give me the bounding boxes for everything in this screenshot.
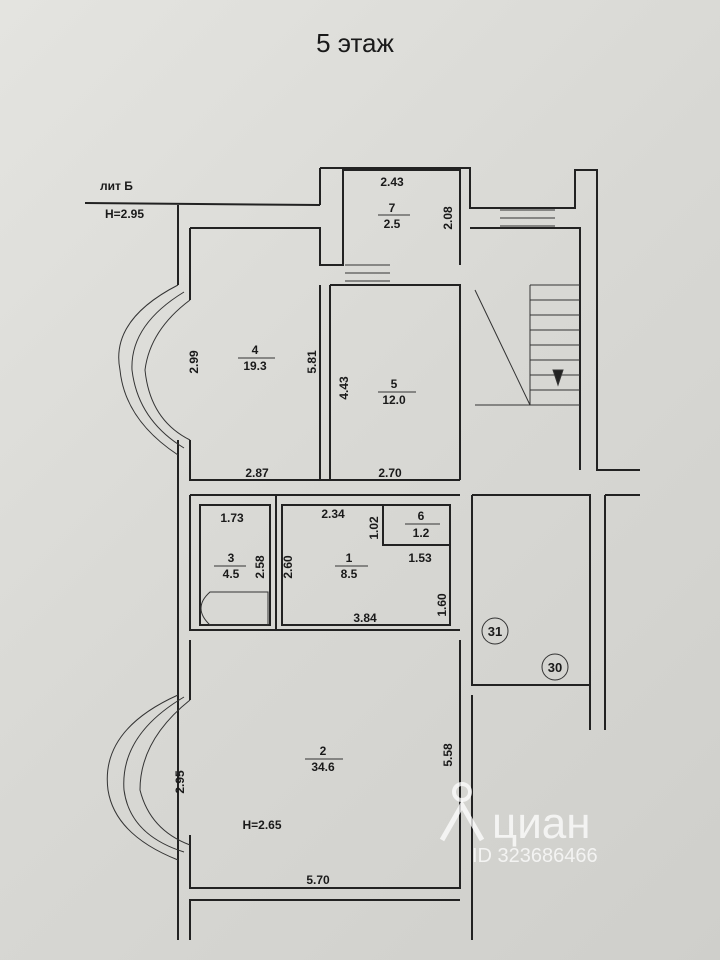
svg-text:1.73: 1.73 [220, 511, 244, 525]
svg-text:4: 4 [252, 343, 259, 357]
svg-text:31: 31 [488, 624, 502, 639]
svg-text:циан: циан [492, 799, 591, 848]
room-4: 4 19.3 2.99 5.81 2.87 [187, 343, 319, 480]
svg-text:2.43: 2.43 [380, 175, 404, 189]
room-7: 2.43 7 2.5 2.08 [378, 175, 455, 231]
bay-window-top [118, 284, 191, 456]
svg-text:2.58: 2.58 [253, 555, 267, 579]
room-1: 2.34 1 8.5 2.60 3.84 [281, 507, 377, 625]
svg-text:2.60: 2.60 [281, 555, 295, 579]
marker-31: 31 [481, 617, 509, 645]
svg-text:4.5: 4.5 [223, 567, 240, 581]
lit-label: лит Б [100, 179, 133, 193]
svg-text:Н=2.65: Н=2.65 [242, 818, 281, 832]
svg-text:2.99: 2.99 [187, 350, 201, 374]
room-6: 6 1.2 1.02 1.53 1.60 [367, 509, 449, 617]
svg-text:4.43: 4.43 [337, 376, 351, 400]
marker-30: 30 [541, 653, 569, 681]
svg-text:1.60: 1.60 [435, 593, 449, 617]
svg-text:3: 3 [228, 551, 235, 565]
svg-text:2.5: 2.5 [384, 217, 401, 231]
room-2: 2 34.6 2.95 5.58 Н=2.65 5.70 [173, 743, 455, 887]
svg-text:ID 323686466: ID 323686466 [472, 845, 598, 867]
svg-text:30: 30 [548, 660, 562, 675]
svg-text:19.3: 19.3 [243, 359, 267, 373]
floor-title: 5 этаж [316, 28, 394, 58]
height-label: Н=2.95 [105, 207, 144, 221]
svg-text:7: 7 [389, 201, 396, 215]
svg-text:34.6: 34.6 [311, 760, 335, 774]
svg-text:6: 6 [418, 509, 425, 523]
svg-text:2.34: 2.34 [321, 507, 345, 521]
svg-text:5.81: 5.81 [305, 350, 319, 374]
room-5: 5 12.0 4.43 2.70 [337, 376, 416, 480]
svg-text:12.0: 12.0 [382, 393, 406, 407]
walls [177, 167, 640, 940]
cian-watermark: циан ID 323686466 [439, 782, 598, 867]
outer-line [84, 202, 321, 206]
room-3: 1.73 3 4.5 2.58 [200, 511, 269, 626]
svg-text:1.53: 1.53 [408, 551, 432, 565]
cian-logo-icon [452, 782, 472, 802]
staircase [345, 209, 580, 406]
svg-text:2: 2 [320, 744, 327, 758]
svg-text:2.08: 2.08 [441, 206, 455, 230]
svg-text:8.5: 8.5 [341, 567, 358, 581]
svg-text:2.87: 2.87 [245, 466, 269, 480]
bathtub-icon [200, 591, 269, 626]
svg-text:5.70: 5.70 [306, 873, 330, 887]
svg-text:3.84: 3.84 [353, 611, 377, 625]
svg-text:1: 1 [346, 551, 353, 565]
svg-text:1.02: 1.02 [367, 516, 381, 540]
svg-text:2.95: 2.95 [173, 770, 187, 794]
svg-text:2.70: 2.70 [378, 466, 402, 480]
svg-text:5: 5 [391, 377, 398, 391]
bay-window-bottom [106, 694, 191, 861]
svg-text:5.58: 5.58 [441, 743, 455, 767]
svg-text:1.2: 1.2 [413, 526, 430, 540]
